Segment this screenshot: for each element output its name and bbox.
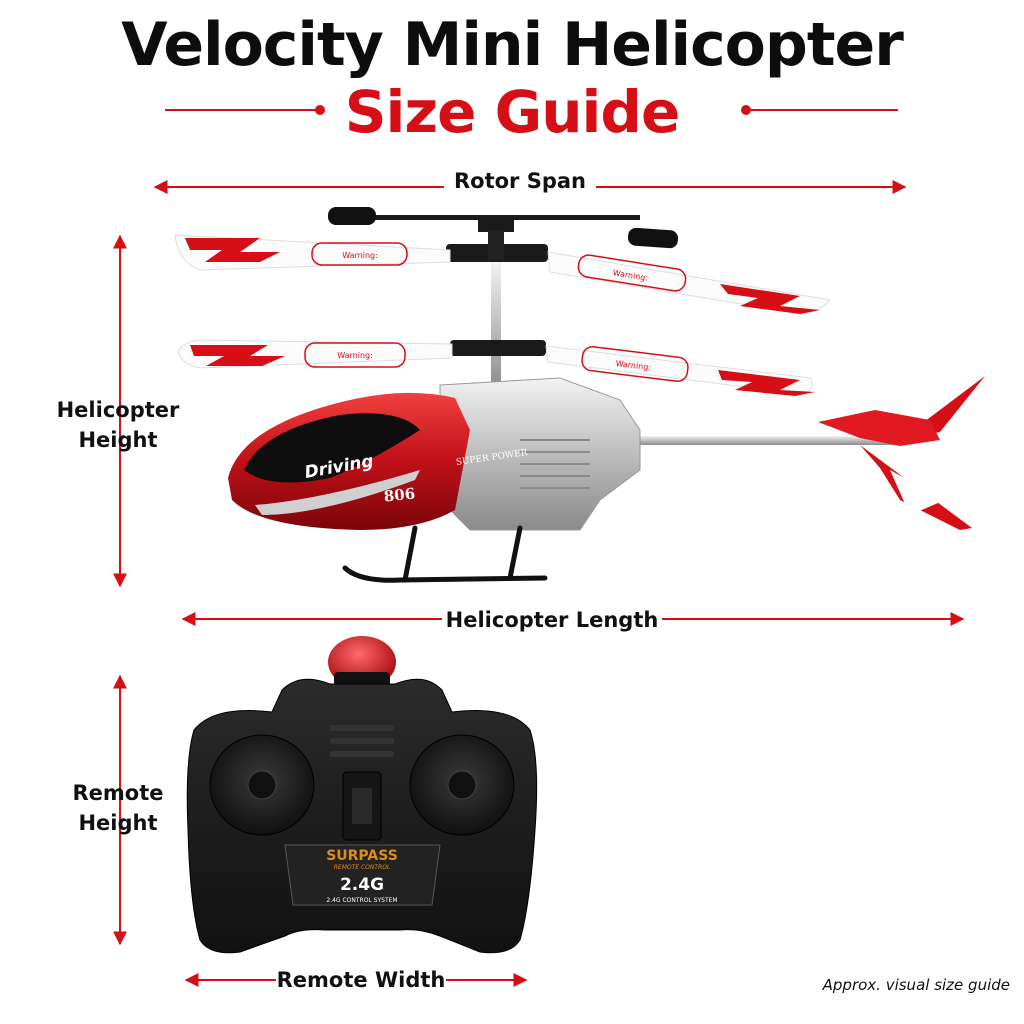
helicopter-image: Warning: Warning: Warning: Warning: <box>174 207 985 583</box>
helicopter-height-label-line1: Helicopter <box>56 398 180 422</box>
upper-rotor-blade-left: Warning: <box>174 234 451 271</box>
lower-right-blade-warning: Warning: <box>615 359 651 372</box>
helicopter-length-label: Helicopter Length <box>442 605 662 635</box>
remote-frequency: 2.4G <box>340 875 384 895</box>
remote-control-image: SURPASS REMOTE CONTROL 2.4G 2.4G CONTROL… <box>186 636 538 954</box>
page-subtitle: Size Guide <box>344 78 681 146</box>
remote-height-label-line2: Height <box>78 811 158 835</box>
upper-left-blade-warning: Warning: <box>342 251 378 260</box>
upper-rotor-blade-right: Warning: <box>547 251 831 315</box>
size-guide-note: Approx. visual size guide <box>822 976 1010 994</box>
lower-left-blade-warning: Warning: <box>337 351 373 360</box>
helicopter-height-label: Helicopter Height <box>56 395 180 455</box>
rotor-span-label: Rotor Span <box>444 166 596 196</box>
header-divider-right <box>741 105 898 115</box>
page-title: Velocity Mini Helicopter <box>121 10 904 80</box>
lower-rotor-blade-right: Warning: <box>545 345 815 396</box>
remote-brand-sub: REMOTE CONTROL <box>334 864 391 871</box>
remote-height-label: Remote Height <box>66 778 170 838</box>
tail-fin <box>818 376 985 530</box>
remote-width-label: Remote Width <box>276 965 446 995</box>
helicopter-model-number: 806 <box>383 484 416 505</box>
lower-rotor-blade-left: Warning: <box>177 339 453 369</box>
landing-skids <box>342 525 548 583</box>
header-divider-left <box>165 105 325 115</box>
remote-height-label-line1: Remote <box>72 781 164 805</box>
helicopter-height-label-line2: Height <box>78 428 158 452</box>
remote-system-text: 2.4G CONTROL SYSTEM <box>326 897 397 904</box>
remote-brand: SURPASS <box>326 848 398 864</box>
